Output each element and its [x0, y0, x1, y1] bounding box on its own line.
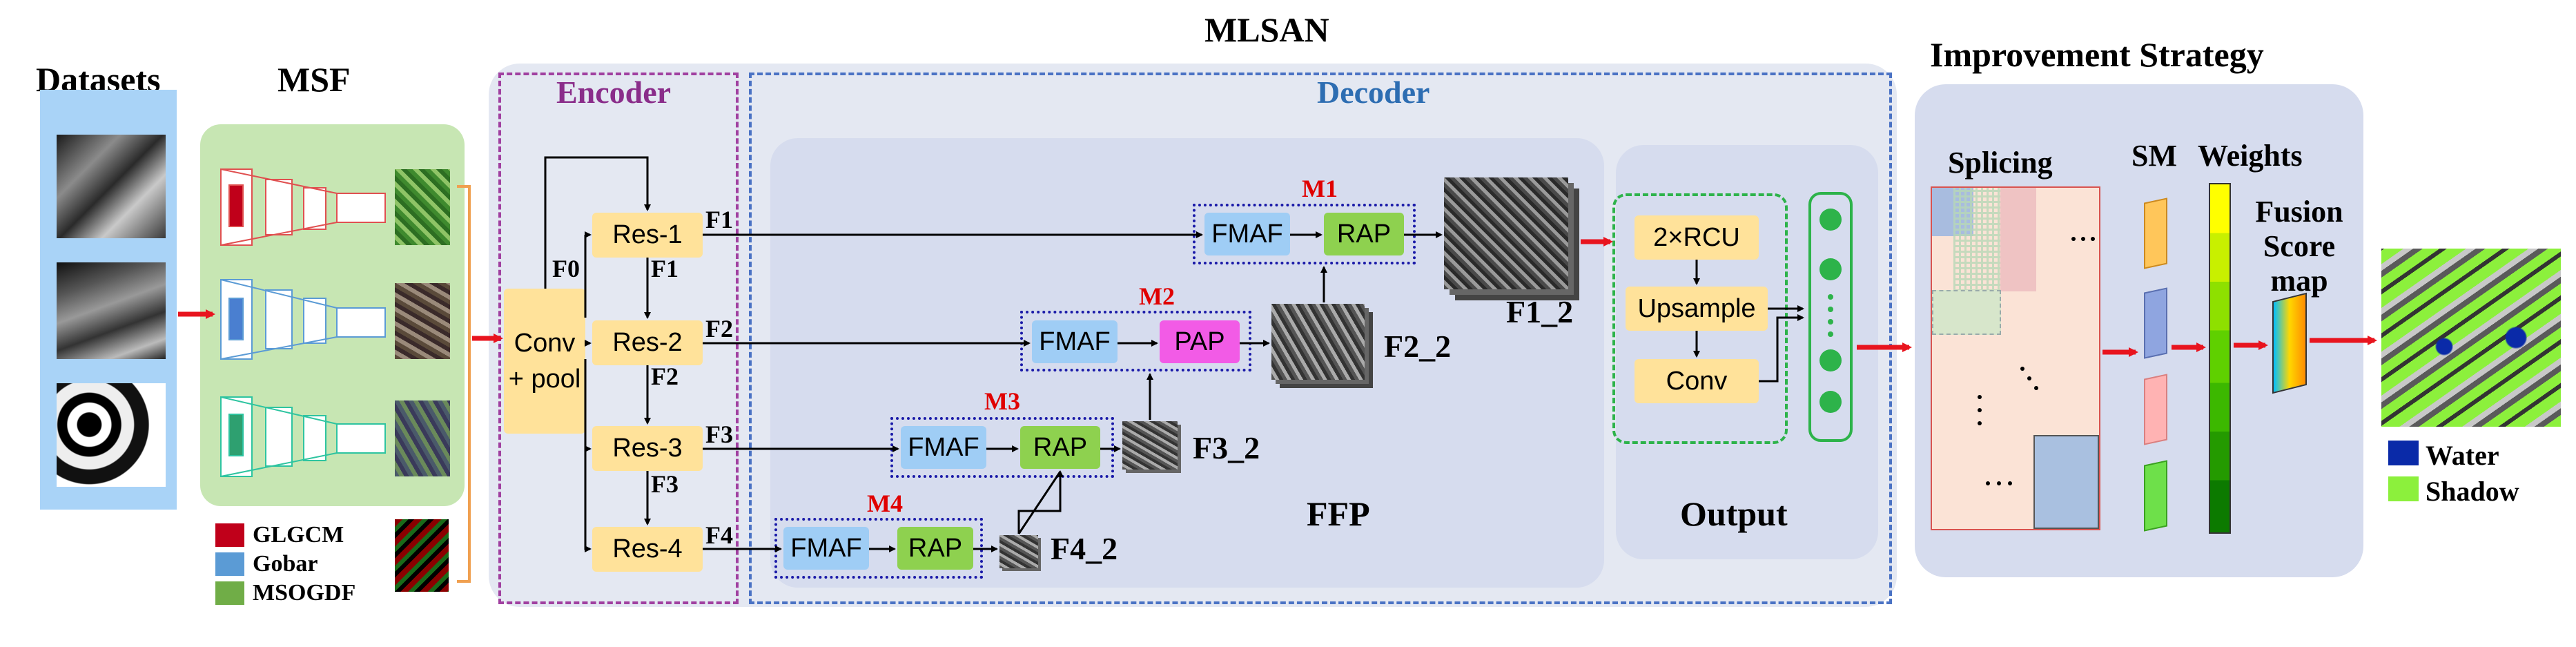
m3-rap-block: RAP [1020, 426, 1100, 469]
f3-down-label: F3 [651, 470, 679, 498]
m4-fmaf-block: FMAF [783, 527, 869, 570]
res-1-block: Res-1 [592, 213, 703, 258]
res-2-block: Res-2 [592, 320, 703, 365]
f3-side-label: F3 [705, 421, 733, 448]
m3-border [890, 417, 1114, 478]
legend-gobar-swatch [215, 552, 244, 576]
fusion-title: Fusion Score map [2255, 195, 2343, 298]
msf-feature-map-2 [395, 283, 450, 359]
weights-bar [2209, 183, 2231, 534]
splicing-title: Splicing [1948, 146, 2053, 180]
m4-label: M4 [867, 490, 903, 517]
f3-2-label: F3_2 [1193, 430, 1260, 465]
f2-2-label: F2_2 [1384, 329, 1452, 364]
legend-shadow-label: Shadow [2426, 476, 2519, 507]
m2-fmaf-block: FMAF [1032, 320, 1118, 363]
mlsan-title: MLSAN [1204, 10, 1329, 49]
splicing-tile-pink [2000, 188, 2036, 291]
f0-label: F0 [552, 255, 580, 282]
f1-down-label: F1 [651, 255, 679, 282]
msf-feature-map-1 [395, 169, 450, 245]
conv-block: Conv [1635, 359, 1759, 403]
output-neurons-box [1808, 192, 1853, 442]
m3-label: M3 [984, 387, 1020, 415]
m1-label: M1 [1302, 175, 1338, 202]
msf-fused-map [395, 519, 449, 592]
result-image [2381, 249, 2561, 427]
dataset-image-3 [57, 383, 166, 487]
m3-fmaf-block: FMAF [901, 426, 986, 469]
splicing-tile-bottom [2033, 435, 2099, 529]
res-3-block: Res-3 [592, 426, 703, 471]
legend-glgcm-swatch [215, 523, 244, 547]
m1-fmaf-block: FMAF [1204, 213, 1290, 255]
rcu-block: 2×RCU [1635, 215, 1759, 260]
m2-label: M2 [1139, 282, 1175, 310]
m2-pap-block: PAP [1160, 320, 1240, 363]
m1-rap-block: RAP [1324, 213, 1404, 255]
legend-msogdf-swatch [215, 581, 244, 605]
legend-glgcm-label: GLGCM [253, 522, 344, 548]
splicing-tile-green [1932, 290, 2001, 335]
f2-side-label: F2 [705, 315, 733, 342]
legend-water-label: Water [2426, 440, 2499, 471]
f2-down-label: F2 [651, 363, 679, 390]
output-title: Output [1680, 494, 1788, 533]
msf-cubes [220, 168, 386, 477]
weights-title: Weights [2198, 139, 2303, 173]
splicing-tile-grid [1953, 188, 2000, 291]
conv-pool-block: Conv + pool [504, 289, 585, 434]
res-4-block: Res-4 [592, 527, 703, 572]
sm-title: SM [2131, 139, 2177, 173]
f1-side-label: F1 [705, 206, 733, 233]
output-neurons [1819, 209, 1842, 413]
splicing-ellipsis [1978, 237, 2095, 485]
f1-2-image [1444, 177, 1568, 289]
msf-feature-map-3 [395, 400, 450, 476]
f1-2-label: F1_2 [1506, 294, 1574, 329]
upsample-block: Upsample [1626, 287, 1768, 331]
m4-rap-block: RAP [897, 527, 973, 570]
f3-2-image [1122, 421, 1178, 470]
dataset-image-1 [57, 135, 166, 238]
legend-msogdf-label: MSOGDF [253, 580, 356, 606]
f4-2-label: F4_2 [1051, 531, 1118, 566]
encoder-title: Encoder [556, 75, 672, 110]
decoder-title: Decoder [1317, 75, 1430, 110]
decoder-border [749, 73, 1892, 604]
f4-side-label: F4 [705, 521, 733, 549]
m2-border [1020, 311, 1251, 371]
improvement-title: Improvement Strategy [1930, 35, 2264, 74]
ffp-title: FFP [1307, 494, 1370, 533]
f2-2-image [1271, 304, 1365, 380]
legend-gobar-label: Gobar [253, 551, 318, 577]
dataset-image-2 [57, 262, 166, 359]
legend-water-swatch [2388, 441, 2419, 465]
msf-title: MSF [277, 60, 351, 99]
legend-shadow-swatch [2388, 476, 2419, 501]
f4-2-image [999, 535, 1038, 568]
